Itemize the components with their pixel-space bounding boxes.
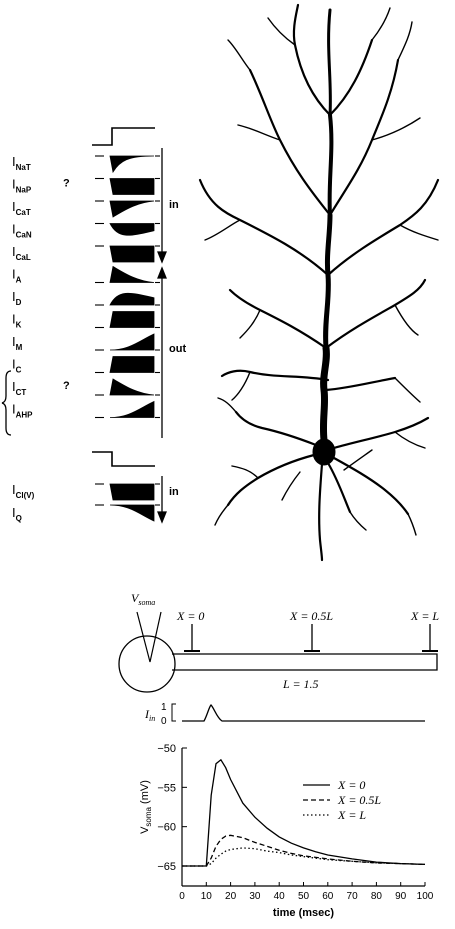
current-trace-cal	[109, 245, 155, 263]
current-label-c: IC	[12, 357, 22, 375]
y-tick-label-50: −50	[157, 743, 176, 755]
series-lines	[182, 758, 426, 867]
current-label-k: IK	[12, 312, 22, 330]
position-label-xl: X = L	[410, 609, 439, 623]
cable-model	[118, 611, 438, 693]
depolarizing-step-trace	[92, 127, 155, 146]
current-label-a: IA	[12, 267, 22, 285]
hyperpolarizing-step-trace	[92, 451, 155, 467]
bottom-inward-arrow-head	[157, 511, 167, 524]
current-trace-cat	[109, 200, 155, 218]
x-axis-label: time (msec)	[273, 907, 334, 919]
current-label-cat: ICaT	[12, 199, 31, 217]
current-label-q: IQ	[12, 505, 22, 523]
current-label-m: IM	[12, 334, 23, 352]
x-tick-label-30: 30	[249, 891, 261, 902]
series-line-x-l	[182, 847, 426, 867]
current-trace-q	[109, 504, 155, 522]
current-traces	[95, 155, 160, 522]
current-trace-ahp	[109, 400, 155, 418]
series-line-x-0	[182, 758, 426, 867]
outward-arrow-head	[157, 266, 167, 279]
bottom-inward-arrow-label: in	[169, 486, 179, 498]
y-tick-label-65: −65	[157, 861, 176, 873]
current-labels: INaT INaP? ICaT ICaN ICaL IA ID IK IM IC ICT? IAHP I…	[12, 154, 70, 523]
y-axis-label: Vsoma (mV)	[139, 780, 153, 834]
current-label-cal: ICaL	[12, 244, 31, 262]
input-tick-1: 1	[161, 702, 167, 713]
current-label-nap: INaP	[12, 177, 32, 195]
electrode	[136, 611, 162, 663]
current-trace-m	[109, 333, 155, 351]
legend-label-x-l: X = L	[337, 808, 366, 822]
question-mark-ct: ?	[63, 380, 70, 392]
x-tick-label-70: 70	[347, 891, 359, 902]
current-label-can: ICaN	[12, 222, 32, 240]
calcium-activated-bracket	[1, 370, 12, 436]
legend: X = 0X = 0.5LX = L	[303, 778, 381, 822]
input-current-label: Iin	[144, 707, 155, 723]
x-tick-label-90: 90	[395, 891, 407, 902]
current-trace-cl-v	[109, 483, 155, 501]
x-tick-label-60: 60	[322, 891, 334, 902]
position-label-x0: X = 0	[176, 609, 204, 623]
input-bracket	[171, 703, 176, 722]
input-current-trace	[182, 704, 425, 722]
current-label-nat: INaT	[12, 154, 31, 172]
cable-length-label: L = 1.5	[282, 677, 319, 691]
legend-label-x-0-5l: X = 0.5L	[337, 793, 381, 807]
voltage-chart: 0 10 20 30 40 50 60 70 80 90 100 −50 −55 −60 −65 X = …	[139, 743, 434, 919]
current-trace-nat	[109, 155, 155, 174]
current-trace-nap	[109, 178, 155, 195]
current-label-d: ID	[12, 289, 22, 307]
soma-voltage-label: Vsoma	[131, 591, 155, 607]
current-trace-ct	[109, 378, 155, 396]
current-trace-d	[109, 292, 155, 306]
neuron-drawing	[198, 3, 440, 562]
x-tick-label-40: 40	[274, 891, 286, 902]
inward-arrow-head	[157, 251, 167, 264]
inward-arrow-label: in	[169, 199, 179, 211]
current-label-ct: ICT	[12, 379, 26, 397]
current-label-ahp: IAHP	[12, 402, 33, 420]
current-trace-a	[109, 265, 155, 283]
series-line-x-0-5l	[182, 834, 426, 867]
x-tick-label-0: 0	[179, 891, 185, 902]
soma-circle	[118, 635, 176, 693]
x-tick-label-20: 20	[225, 891, 237, 902]
x-ticks: 0 10 20 30 40 50 60 70 80 90 100	[179, 882, 434, 902]
input-tick-0: 0	[161, 716, 167, 727]
current-trace-can	[109, 223, 155, 236]
y-tick-label-55: −55	[157, 782, 176, 794]
current-trace-k	[109, 311, 155, 328]
legend-label-x-0: X = 0	[337, 778, 365, 792]
x-tick-label-80: 80	[371, 891, 383, 902]
current-trace-c	[109, 356, 155, 373]
x-tick-label-10: 10	[201, 891, 213, 902]
y-tick-label-60: −60	[157, 822, 176, 834]
x-tick-label-100: 100	[417, 891, 434, 902]
x-tick-label-50: 50	[298, 891, 310, 902]
current-label-cl-v: ICl(V)	[12, 482, 35, 500]
outward-arrow-label: out	[169, 343, 186, 355]
cable-body	[172, 653, 438, 671]
question-mark-nap: ?	[63, 178, 70, 190]
y-ticks: −50 −55 −60 −65	[157, 743, 187, 873]
position-label-xhalf: X = 0.5L	[289, 609, 333, 623]
